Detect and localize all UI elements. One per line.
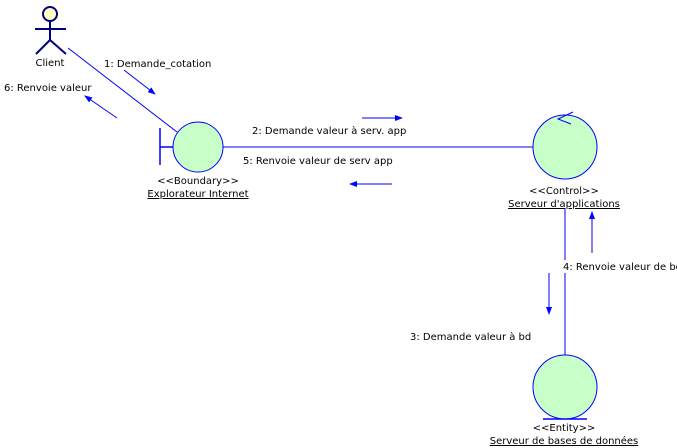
boundary-name: Explorateur Internet xyxy=(147,189,248,200)
entity-name: Serveur de bases de données xyxy=(490,435,639,447)
control-object[interactable]: <<Control>> Serveur d'applications xyxy=(508,111,620,210)
message-5-label: 5: Renvoie valeur de serv app xyxy=(243,156,393,167)
message-6-arrow xyxy=(84,95,118,119)
message-1-label: 1: Demande_cotation xyxy=(104,59,211,70)
entity-object[interactable]: <<Entity>> Serveur de bases de données xyxy=(490,354,639,447)
message-4-label: 4: Renvoie valeur de bd xyxy=(563,262,677,273)
entity-stereotype: <<Entity>> xyxy=(533,423,596,434)
link-client-boundary xyxy=(67,47,178,133)
message-6-label: 6: Renvoie valeur xyxy=(4,83,92,94)
control-name: Serveur d'applications xyxy=(508,199,620,210)
message-1-arrow xyxy=(123,69,156,95)
boundary-object[interactable]: <<Boundary>> Explorateur Internet xyxy=(147,121,249,200)
boundary-stereotype: <<Boundary>> xyxy=(157,176,239,187)
actor-label: Client xyxy=(36,58,65,69)
message-3-label: 3: Demande valeur à bd xyxy=(410,331,531,343)
actor-client[interactable]: Client xyxy=(35,6,67,69)
message-2-label: 2: Demande valeur à serv. app xyxy=(252,125,406,137)
control-stereotype: <<Control>> xyxy=(529,186,599,197)
control-arrow-icon xyxy=(556,111,574,125)
